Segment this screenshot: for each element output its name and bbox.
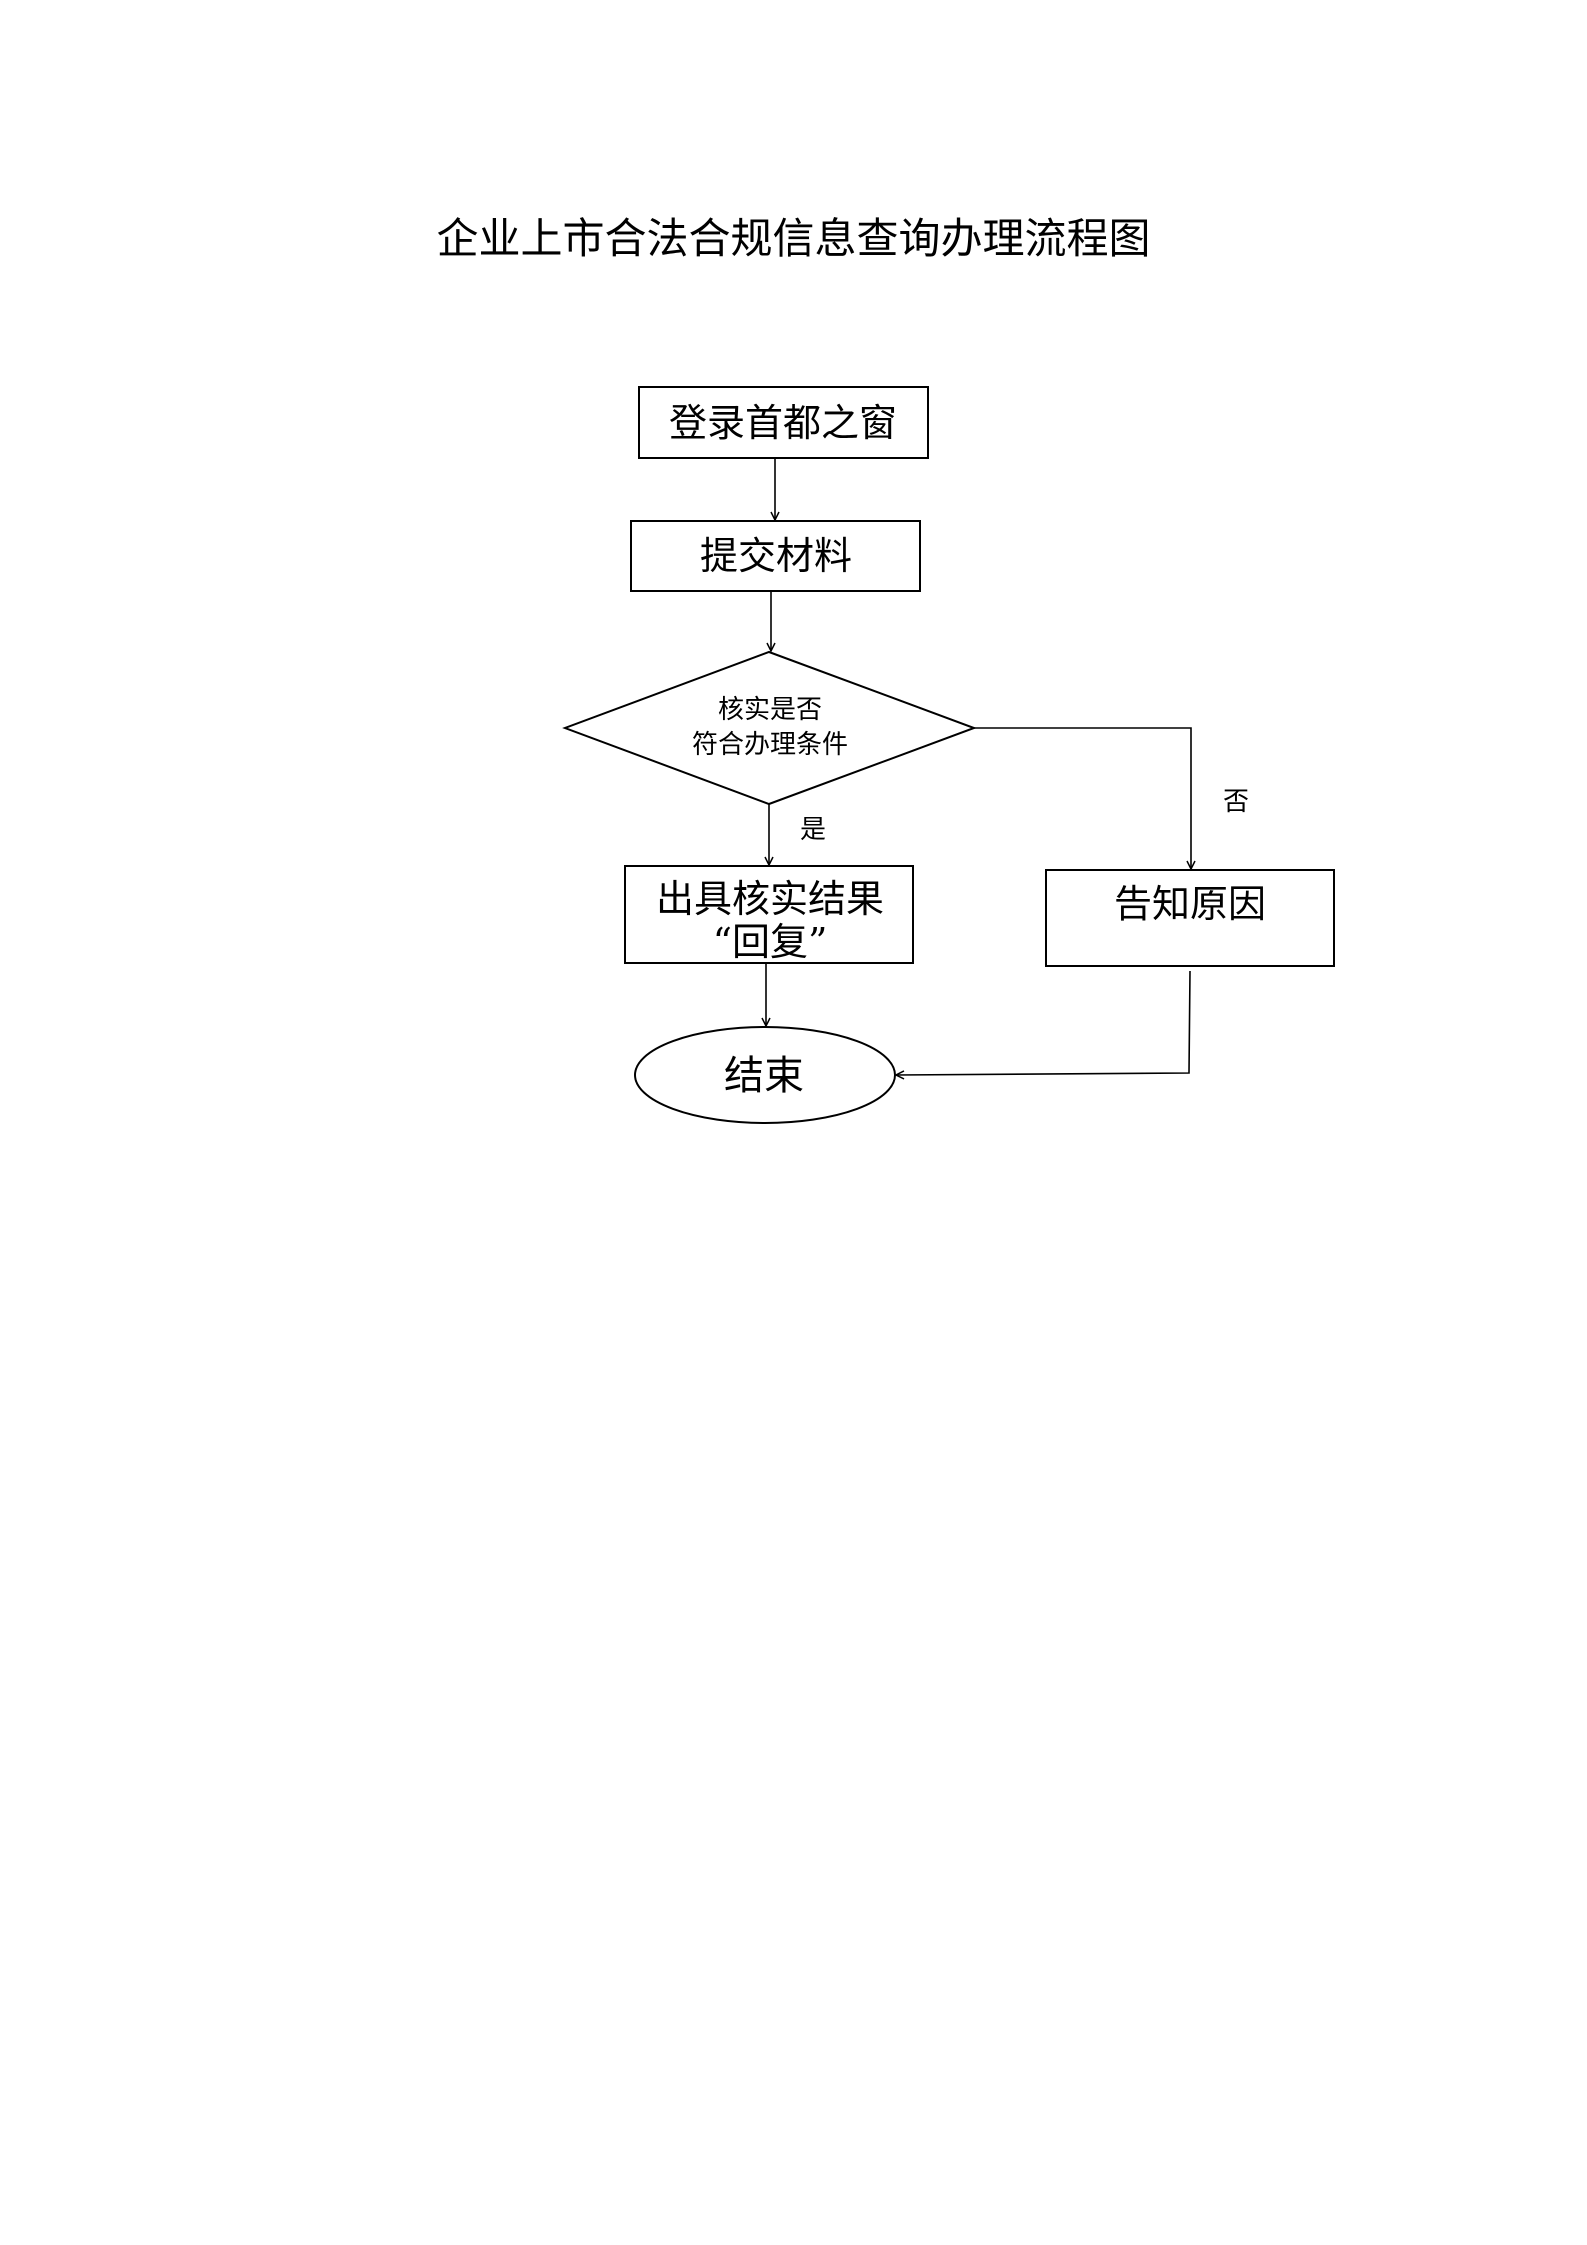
arrow-check-reason	[974, 727, 1191, 869]
node-check-label-2: 符合办理条件	[692, 730, 848, 760]
node-submit-box	[630, 520, 921, 592]
node-result-label-1: 出具核实结果	[656, 877, 884, 921]
node-reason-label: 告知原因	[1114, 882, 1266, 926]
node-end-label: 结束	[724, 1053, 804, 1099]
node-result-label-2: “回复”	[713, 920, 828, 964]
node-login-label: 登录首都之窗	[669, 401, 897, 445]
node-check-label-1: 核实是否	[718, 695, 822, 725]
node-check-diamond	[562, 650, 977, 806]
page-title: 企业上市合法合规信息查询办理流程图	[436, 214, 1151, 263]
arrow-reason-end	[896, 970, 1191, 1075]
node-submit-label: 提交材料	[700, 534, 852, 578]
node-result-box	[624, 865, 914, 964]
edge-yes-label: 是	[800, 815, 826, 845]
edge-no-label: 否	[1223, 787, 1249, 817]
node-login-box	[638, 386, 929, 459]
node-reason-box	[1045, 869, 1335, 967]
